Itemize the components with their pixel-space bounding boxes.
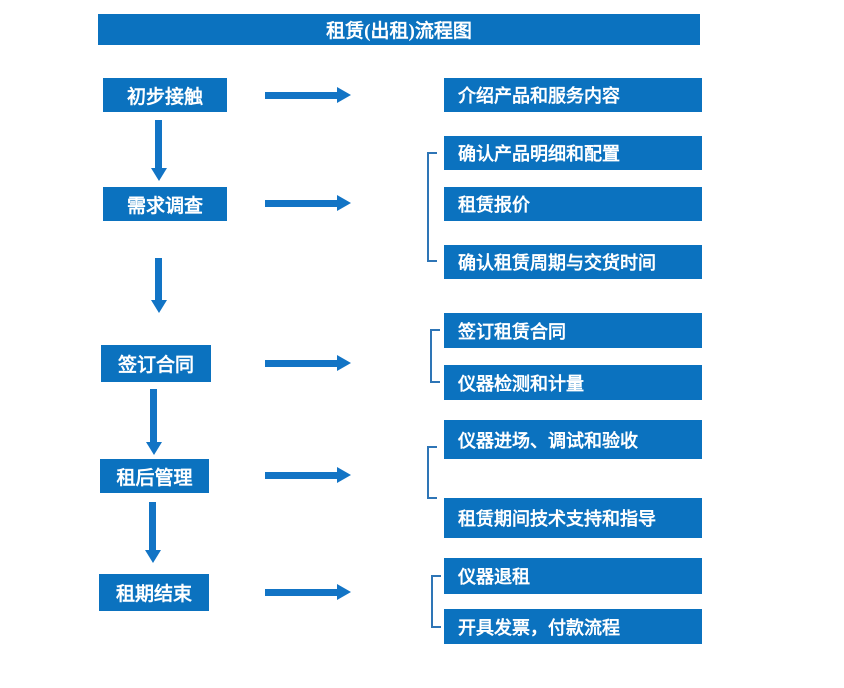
- flowchart-title: 租赁(出租)流程图: [98, 14, 700, 45]
- arrow-head: [337, 195, 351, 211]
- detail-sign-rental-contract: 签订租赁合同: [444, 313, 702, 348]
- step-sign-contract: 签订合同: [101, 345, 211, 382]
- arrow-head: [337, 87, 351, 103]
- right-arrow-icon: [265, 584, 351, 600]
- detail-instrument-testing: 仪器检测和计量: [444, 365, 702, 400]
- arrow-head: [337, 355, 351, 371]
- step-initial-contact: 初步接触: [103, 78, 227, 112]
- group-bracket: [431, 575, 441, 628]
- detail-instrument-setup-acceptance: 仪器进场、调试和验收: [444, 420, 702, 459]
- step-post-rental-management: 租后管理: [100, 459, 209, 493]
- detail-invoice-payment: 开具发票，付款流程: [444, 609, 702, 644]
- group-bracket: [427, 446, 437, 499]
- detail-technical-support: 租赁期间技术支持和指导: [444, 498, 702, 538]
- detail-introduce-products: 介绍产品和服务内容: [444, 78, 702, 112]
- arrow-head: [145, 442, 162, 455]
- group-bracket: [430, 329, 440, 383]
- arrow-head: [150, 168, 167, 181]
- down-arrow-icon: [145, 389, 162, 455]
- step-lease-end: 租期结束: [99, 574, 209, 611]
- arrow-head: [337, 584, 351, 600]
- down-arrow-icon: [150, 120, 167, 181]
- down-arrow-icon: [150, 258, 167, 313]
- step-demand-survey: 需求调查: [103, 187, 227, 221]
- right-arrow-icon: [265, 467, 351, 483]
- arrow-head: [337, 467, 351, 483]
- arrow-head: [144, 550, 161, 563]
- right-arrow-icon: [265, 87, 351, 103]
- group-bracket: [427, 152, 437, 262]
- arrow-head: [150, 300, 167, 313]
- right-arrow-icon: [265, 355, 351, 371]
- right-arrow-icon: [265, 195, 351, 211]
- detail-confirm-product-details: 确认产品明细和配置: [444, 136, 702, 170]
- down-arrow-icon: [144, 502, 161, 563]
- detail-instrument-return: 仪器退租: [444, 558, 702, 594]
- detail-rental-quote: 租赁报价: [444, 187, 702, 221]
- detail-confirm-rental-period: 确认租赁周期与交货时间: [444, 245, 702, 279]
